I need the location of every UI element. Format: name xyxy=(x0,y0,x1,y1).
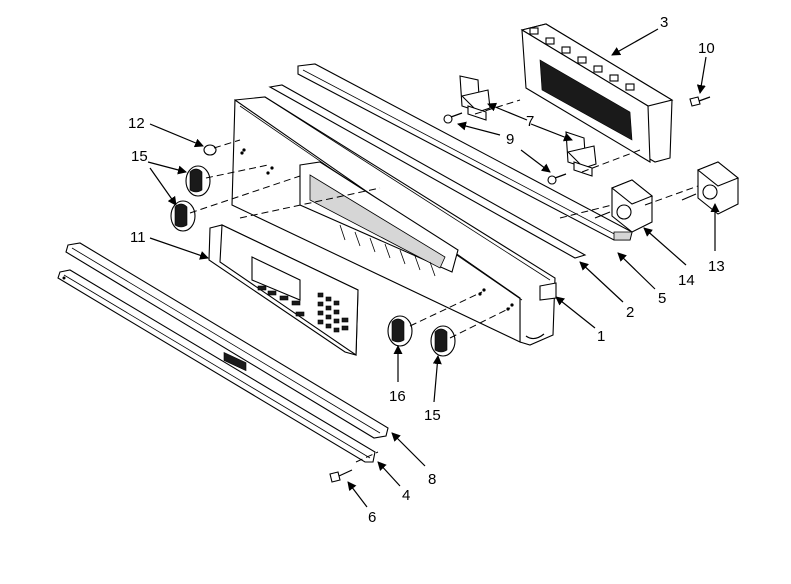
callout-15-right: 15 xyxy=(424,407,441,424)
trim-strip xyxy=(268,84,587,259)
callout-1: 1 xyxy=(597,328,605,345)
callout-12: 12 xyxy=(128,115,145,132)
keypad xyxy=(257,285,349,333)
callout-11: 11 xyxy=(130,229,146,246)
mounting-bracket-upper xyxy=(459,75,491,121)
callout-3: 3 xyxy=(660,14,668,31)
knob-15-upper xyxy=(185,165,211,197)
callout-10: 10 xyxy=(698,40,715,57)
screw-10 xyxy=(689,96,711,107)
callout-5: 5 xyxy=(658,290,666,307)
infinite-switch-13 xyxy=(681,161,740,215)
control-console-housing xyxy=(231,96,557,346)
knob-15-lower xyxy=(170,200,196,232)
screw-9b xyxy=(547,173,567,185)
assembly-lines xyxy=(189,99,699,463)
leader-lines xyxy=(147,28,720,508)
window-slots xyxy=(339,224,436,277)
knob-16 xyxy=(387,315,413,347)
lower-trim-strip xyxy=(57,269,376,463)
callout-14: 14 xyxy=(678,272,695,289)
callout-16: 16 xyxy=(389,388,406,405)
callout-8: 8 xyxy=(428,471,436,488)
control-board-module xyxy=(520,23,674,163)
screw-9a xyxy=(443,112,463,124)
front-trim-strip xyxy=(65,242,389,439)
mounting-bracket-lower xyxy=(565,131,597,177)
callout-7: 7 xyxy=(526,113,534,130)
callout-9: 9 xyxy=(506,131,514,148)
callout-4: 4 xyxy=(402,487,410,504)
callout-labels: 3 10 7 9 12 15 11 13 14 5 2 1 16 15 8 4 … xyxy=(128,14,725,526)
callout-6: 6 xyxy=(368,509,376,526)
infinite-switch-14 xyxy=(594,179,654,233)
callout-15-upper: 15 xyxy=(131,148,148,165)
electronic-control-panel xyxy=(208,224,359,372)
screw-6 xyxy=(329,469,353,483)
rear-trim-strip xyxy=(297,63,633,241)
callout-2: 2 xyxy=(626,304,634,321)
callout-13: 13 xyxy=(708,258,725,275)
knob-15-right xyxy=(430,325,456,357)
board-tabs xyxy=(529,27,635,91)
plug-button-12 xyxy=(203,144,217,156)
